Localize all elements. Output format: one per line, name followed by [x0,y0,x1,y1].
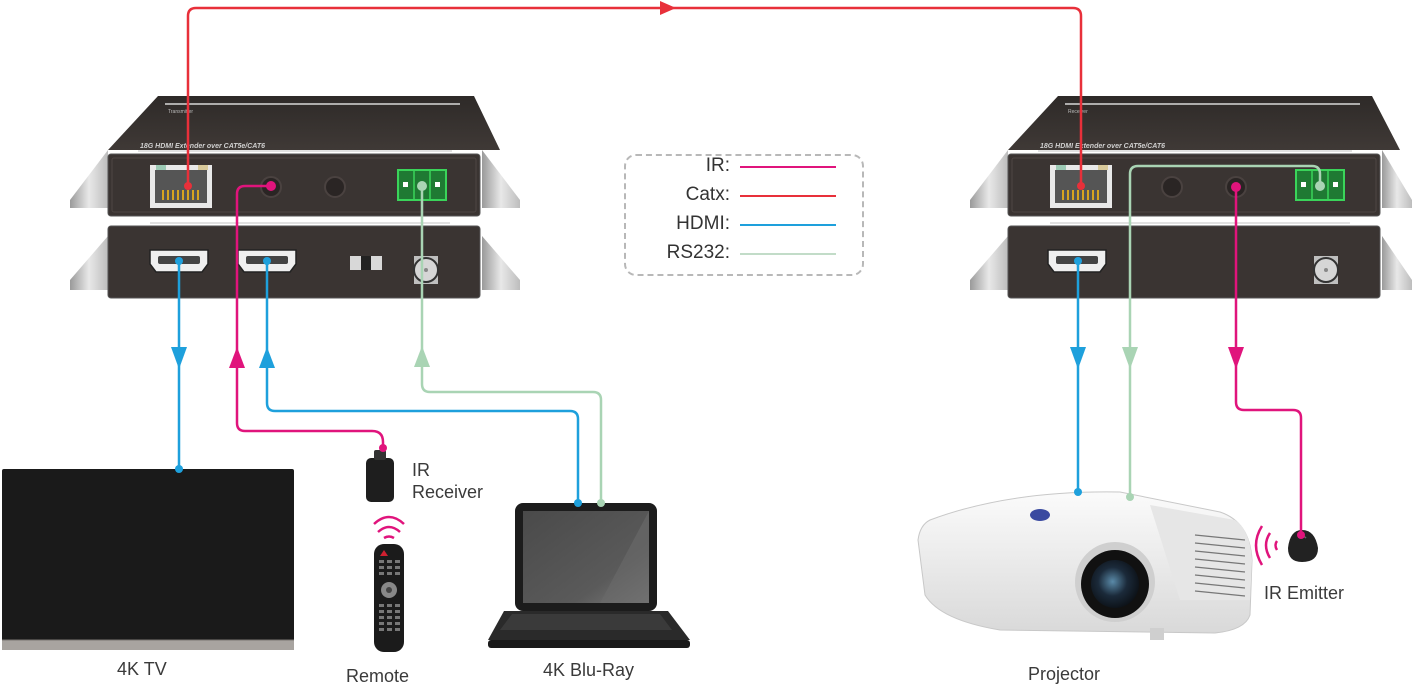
tv-label: 4K TV [117,659,167,679]
catx-arrow-icon [660,1,676,15]
hdmi-arrow-down-icon [1070,347,1086,369]
legend-item-ir: IR: [626,149,862,176]
legend-swatch-ir [740,166,836,168]
dc-power-port-icon [413,256,439,284]
legend-swatch-hdmi [740,224,836,226]
legend-item-hdmi: HDMI: [626,207,862,234]
legend-label: Catx: [685,184,730,205]
ir-in-jack-icon [1161,176,1183,198]
hdmi-cable-from-bluray [265,259,580,505]
bluray-laptop-icon [488,503,690,648]
rs232-arrow-up-icon [414,346,430,367]
ir-out-jack-icon [324,176,346,198]
ir-receiver-label-line1: IR [412,460,430,480]
ir-receiver-label-line2: Receiver [412,482,484,502]
legend-label: RS232: [666,242,730,263]
ir-signal-waves-icon [1254,525,1279,566]
edid-switch-icon [350,256,382,270]
legend-swatch-catx [740,195,836,197]
legend: IR: Catx: HDMI: RS232: [624,154,864,276]
projector-icon [917,491,1253,640]
legend-swatch-rs232 [740,253,836,255]
hdmi-out-port-icon [1047,249,1107,273]
transmitter-unit: Transmitter 18G HDMI Extender over CAT5e… [70,96,520,299]
ir-emitter-icon [1254,525,1318,566]
projector-label: Projector [1028,664,1101,684]
rs232-arrow-down-icon [1122,347,1138,369]
ir-signal-waves-icon [373,515,405,540]
legend-item-rs232: RS232: [626,236,862,263]
remote-label: Remote [346,666,410,686]
ir-cable-from-receiver [235,184,385,452]
mounting-bracket-icon [70,150,520,290]
rs232-cable-from-bluray [420,184,603,505]
ir-receiver-label: IR Receiver [412,459,483,503]
mounting-bracket-icon [970,150,1412,290]
transmitter-label: Transmitter [168,109,193,115]
hdmi-out-port-icon [149,249,209,273]
ir-arrow-down-icon [1228,347,1244,369]
dc-power-port-icon [1313,256,1339,284]
hdmi-arrow-down-icon [171,347,187,369]
legend-label: IR: [705,155,730,176]
transmitter-top-face [108,96,500,150]
transmitter-model-text: 18G HDMI Extender over CAT5e/CAT6 [140,143,265,150]
receiver-label: Receiver [1068,109,1088,115]
ir-arrow-up-icon [229,347,245,368]
remote-icon [373,515,405,652]
ir-receiver-icon [366,450,394,502]
hdmi-arrow-up-icon [259,347,275,368]
rj45-port-icon [150,165,212,208]
legend-label: HDMI: [676,213,730,234]
legend-item-catx: Catx: [626,178,862,205]
ir-emitter-label: IR Emitter [1264,583,1345,603]
receiver-unit: Receiver 18G HDMI Extender over CAT5e/CA… [970,96,1412,299]
tv-icon [2,469,294,650]
ir-cable-to-emitter [1234,185,1303,535]
catx-cable [186,6,1083,187]
receiver-model-text: 18G HDMI Extender over CAT5e/CAT6 [1040,143,1165,150]
bluray-label: 4K Blu-Ray [543,660,635,680]
rs232-cable-to-projector [1128,164,1322,499]
